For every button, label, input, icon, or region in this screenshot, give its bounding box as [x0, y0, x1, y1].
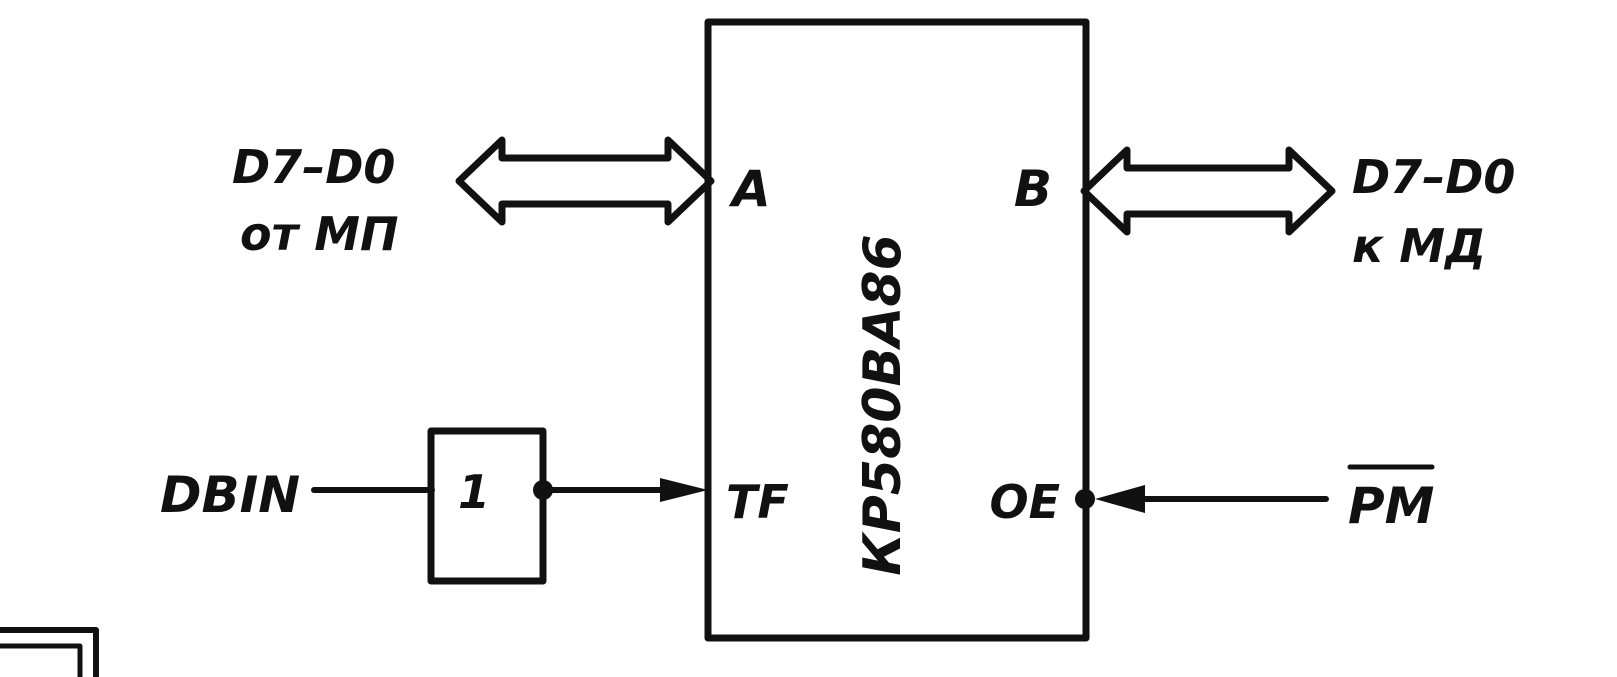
port-b-label: B	[1014, 160, 1052, 218]
left-bus-arrow	[455, 136, 715, 226]
scan-artifact-outer	[0, 627, 99, 677]
right-bus-arrow	[1080, 146, 1336, 236]
port-tf-label: TF	[726, 475, 789, 529]
port-a-label: A	[728, 160, 771, 218]
inverter-output-bubble	[533, 480, 553, 500]
inverter-block	[427, 427, 547, 585]
chip-block	[704, 18, 1090, 642]
inverter-label: 1	[458, 465, 490, 519]
left-bus-label-line1: D7–D0	[232, 140, 395, 194]
left-bus-label-line2: от МП	[240, 207, 399, 261]
scan-artifact-inner	[0, 643, 83, 677]
port-oe-label: OE	[989, 475, 1060, 529]
chip-name: КР580ВА86	[853, 234, 913, 575]
right-bus-label-line2: к МД	[1352, 219, 1486, 273]
pm-label: PM	[1348, 477, 1434, 535]
oe-input-bubble	[1075, 489, 1095, 509]
tf-arrowhead	[660, 478, 708, 502]
right-bus-label-line1: D7–D0	[1352, 150, 1515, 204]
dbin-label: DBIN	[160, 466, 300, 524]
oe-arrowhead	[1095, 485, 1145, 513]
